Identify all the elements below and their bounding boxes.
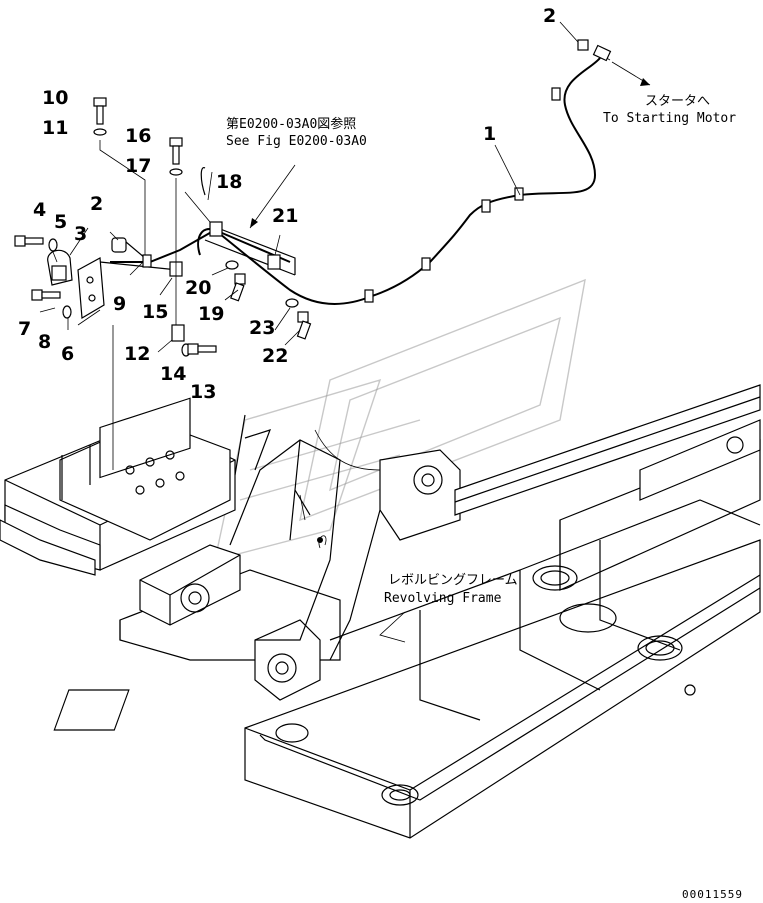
- leader-lines: [39, 21, 651, 643]
- bolt-7: [31, 289, 61, 301]
- reference-note-jp: 第E0200-03A0図参照: [226, 116, 356, 132]
- callout-10: 10: [42, 87, 68, 109]
- callout-13: 13: [190, 381, 216, 403]
- bolt-4: [14, 235, 44, 247]
- callout-11: 11: [42, 117, 68, 139]
- washer-20: [225, 260, 239, 270]
- callout-17: 17: [125, 155, 151, 177]
- washer-11: [93, 128, 107, 136]
- callout-18: 18: [216, 171, 242, 193]
- frame-label-jp: レボルビングフレーム: [388, 573, 518, 588]
- callout-2a: 2: [543, 5, 556, 27]
- bolt-22: [296, 311, 312, 340]
- frame-label-en: Revolving Frame: [384, 591, 502, 606]
- terminal-3: [47, 249, 73, 286]
- callout-8: 8: [38, 331, 51, 353]
- bolt-13: [187, 343, 217, 355]
- notes: 第E0200-03A0図参照 See Fig E0200-03A0 スタータへ …: [226, 94, 743, 901]
- battery-cable-2: [99, 237, 179, 271]
- starter-note-jp: スタータへ: [645, 94, 710, 109]
- callout-21: 21: [272, 205, 298, 227]
- main-harness-1: [110, 39, 612, 305]
- callout-1: 1: [483, 123, 496, 145]
- callout-23: 23: [249, 317, 275, 339]
- callout-19: 19: [198, 303, 224, 325]
- callout-12: 12: [124, 343, 150, 365]
- clamp-9: [142, 254, 152, 268]
- callout-16: 16: [125, 125, 151, 147]
- washer-8: [62, 305, 72, 319]
- callout-4: 4: [33, 199, 46, 221]
- document-number: 00011559: [682, 888, 743, 901]
- callout-7: 7: [18, 318, 31, 340]
- revolving-frame: [0, 384, 761, 839]
- callout-20: 20: [185, 277, 211, 299]
- callout-5: 5: [54, 211, 67, 233]
- callout-15: 15: [142, 301, 168, 323]
- washer-23: [285, 298, 299, 308]
- clamp-12: [171, 324, 185, 342]
- bracket-6: [77, 257, 105, 320]
- bolt-16: [169, 137, 183, 165]
- callout-14: 14: [160, 363, 186, 385]
- reference-note-en: See Fig E0200-03A0: [226, 134, 367, 149]
- washer-5: [48, 238, 58, 252]
- washer-17: [169, 168, 183, 176]
- callout-3: 3: [74, 223, 87, 245]
- callout-22: 22: [262, 345, 288, 367]
- clamp-21: [267, 254, 281, 270]
- starter-note-en: To Starting Motor: [603, 111, 736, 126]
- callout-numbers: 1 2 2 3 4 5 6 7 8 9 10 11 12 13 14 15 16…: [18, 5, 556, 403]
- clamp-18: [200, 167, 223, 237]
- watermark-logo: [214, 278, 586, 561]
- bolt-19: [230, 273, 246, 302]
- callout-6: 6: [61, 343, 74, 365]
- callout-2b: 2: [90, 193, 103, 215]
- callout-9: 9: [113, 293, 126, 315]
- bolt-10: [93, 97, 107, 125]
